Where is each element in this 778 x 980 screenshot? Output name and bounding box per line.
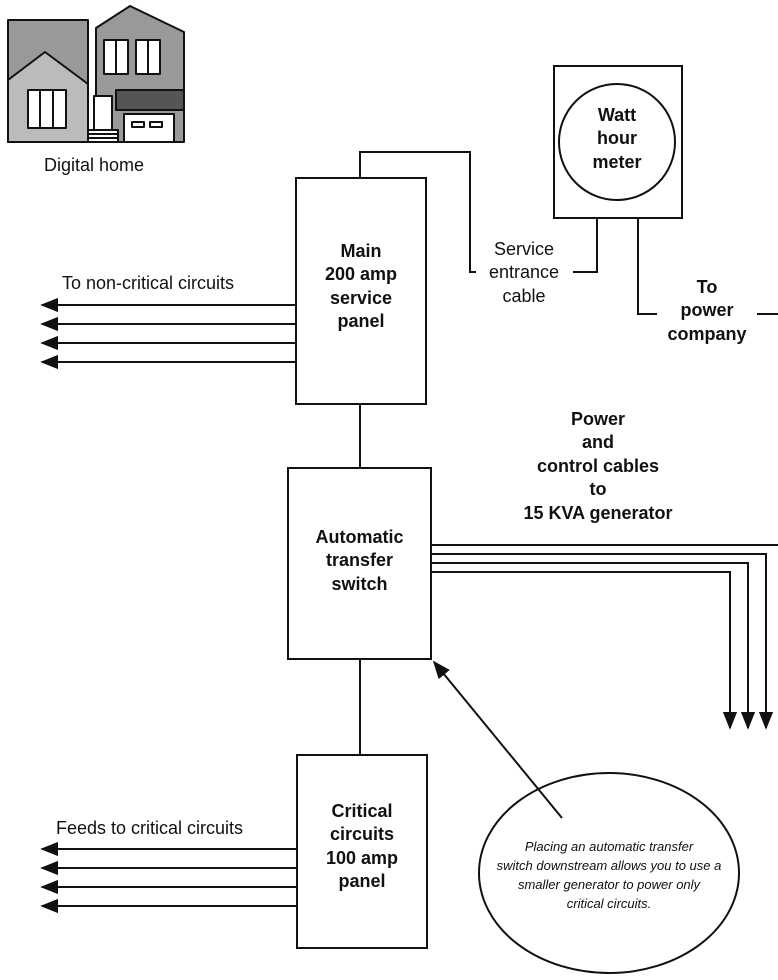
main-panel-box (295, 177, 427, 405)
critical-panel-box (296, 754, 428, 949)
critical-panel-label: Critical circuits 100 amp panel (325, 801, 399, 892)
house-caption: Digital home (43, 155, 145, 175)
main-panel-label: Main 200 amp service panel (324, 241, 398, 332)
power-company-wire (637, 218, 660, 315)
callout-bubble (478, 772, 740, 974)
non-critical-label: To non-critical circuits (62, 273, 235, 293)
generator-cables-label: Power and control cables to 15 KVA gener… (523, 409, 673, 523)
service-entrance-wire-meter (573, 218, 598, 273)
power-company-label: To power company (657, 276, 757, 347)
callout-pointer (432, 660, 563, 819)
service-entrance-wire (359, 151, 480, 273)
service-entrance-label: Service entrance cable (476, 238, 572, 309)
callout-text: Placing an automatic transfer switch dow… (496, 839, 722, 911)
transfer-switch-box (287, 467, 432, 660)
generator-cable-arrow (431, 553, 774, 730)
meter-label: Watt hour meter (592, 105, 642, 172)
house-icon (7, 5, 185, 143)
generator-cable-arrow (431, 562, 756, 730)
critical-feeds-label: Feeds to critical circuits (56, 818, 244, 838)
transfer-switch-label: Automatic transfer switch (315, 527, 404, 594)
generator-cable-arrow (431, 571, 738, 730)
meter-dial (558, 83, 676, 201)
